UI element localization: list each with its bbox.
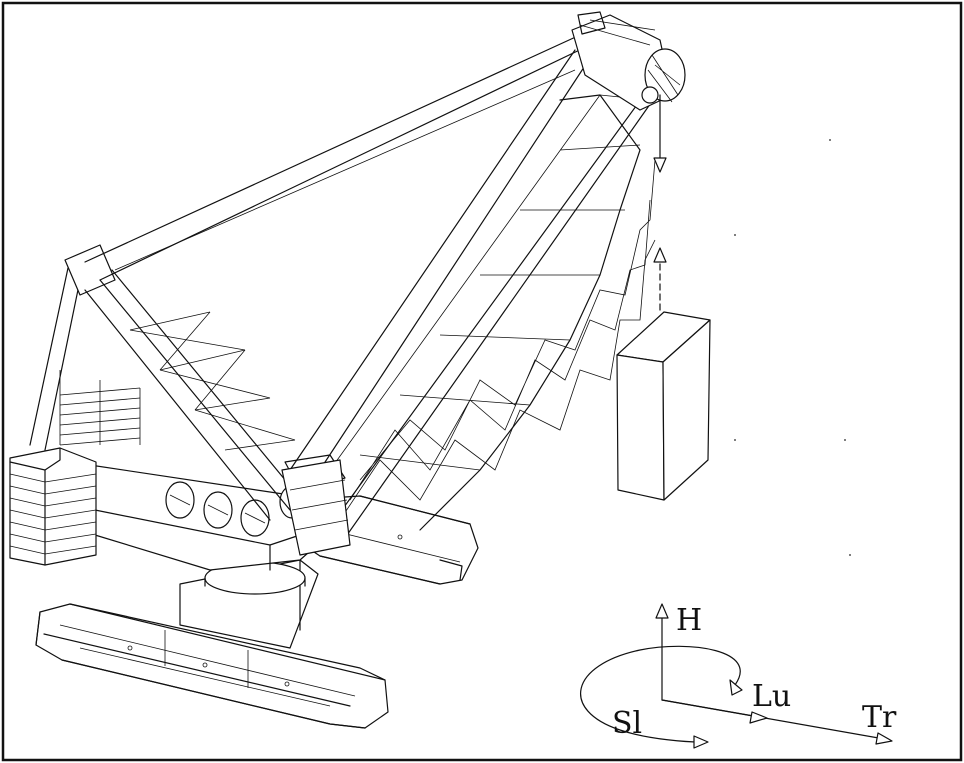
front-crawler-track	[35, 603, 389, 729]
axis-label-sl: Sl	[612, 706, 642, 741]
axis-label-tr: Tr	[862, 700, 897, 735]
axis-label-lu: Lu	[752, 679, 791, 714]
load-block	[616, 247, 711, 501]
sl-arrow-tail-icon	[693, 735, 709, 749]
axis-label-h: H	[676, 603, 702, 638]
lattice-boom	[281, 11, 686, 556]
pendant-lines	[84, 34, 591, 281]
car-body	[179, 559, 319, 649]
h-arrow-icon	[655, 603, 669, 619]
motion-axes	[580, 603, 893, 749]
sl-arrow-head-icon	[729, 679, 743, 696]
scan-specks	[734, 139, 851, 556]
counterweight	[9, 447, 97, 566]
lu-arrow-icon	[749, 711, 768, 724]
hoist-line	[653, 94, 667, 173]
mast	[29, 244, 301, 521]
tr-arrow-icon	[875, 732, 893, 745]
